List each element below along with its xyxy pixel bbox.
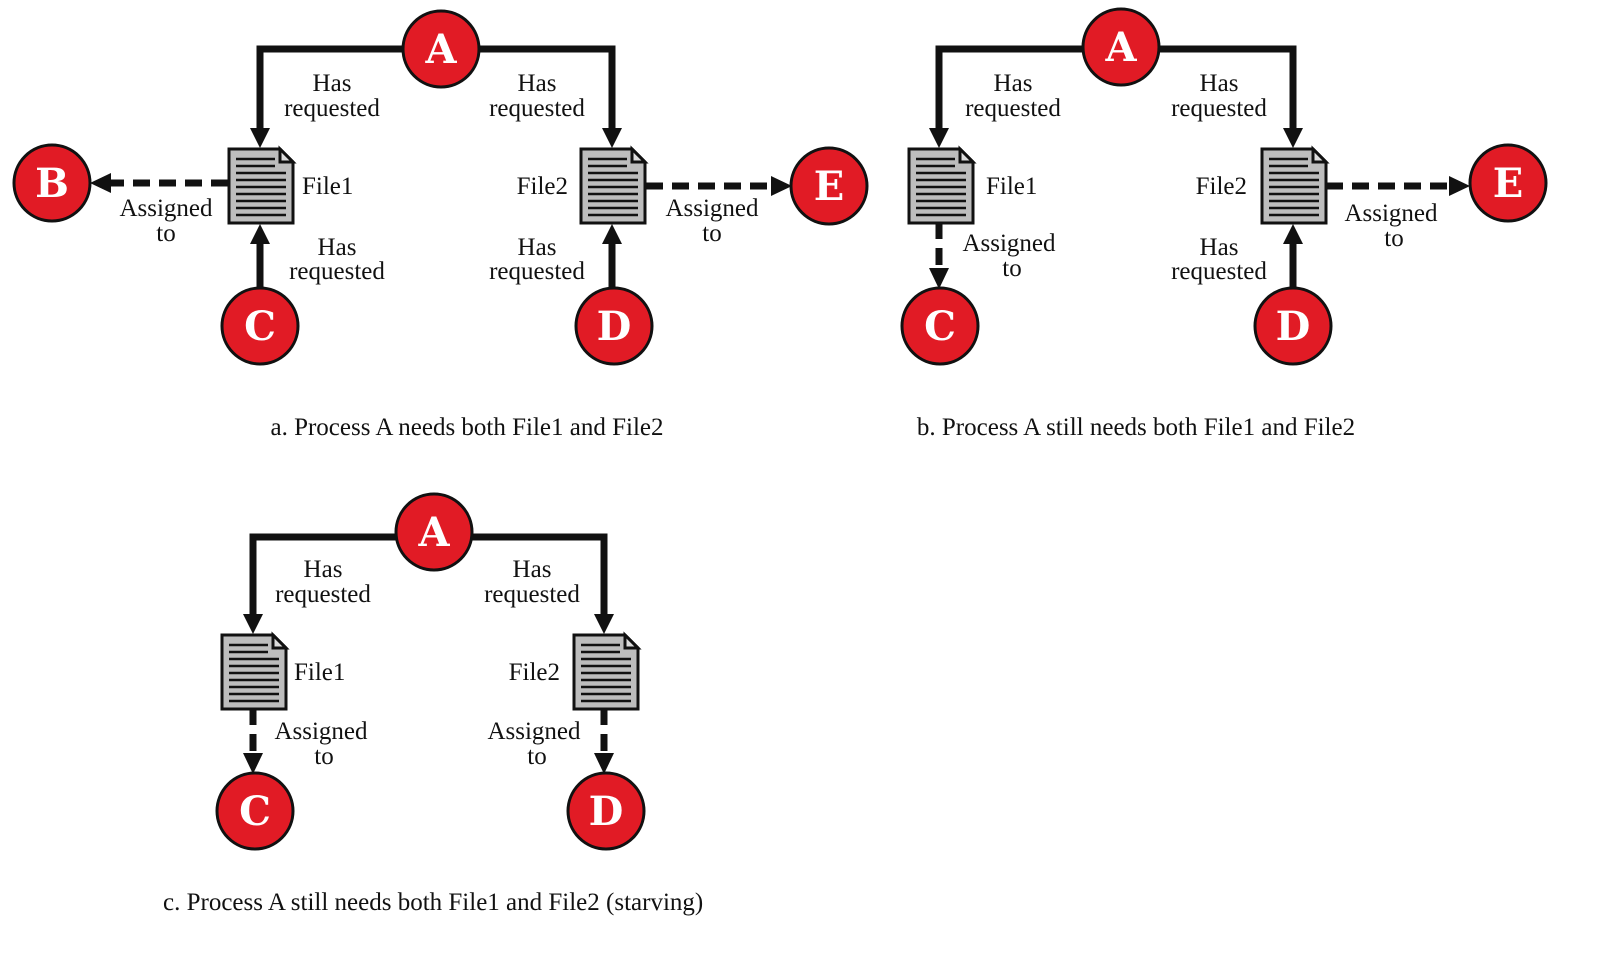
- edge-label: requested: [489, 95, 585, 122]
- edge-label: requested: [489, 258, 585, 285]
- arrowhead: [602, 224, 622, 244]
- document-icon: [220, 633, 288, 711]
- edge-label: Assigned: [274, 718, 368, 745]
- edge-label: Assigned: [119, 195, 213, 222]
- process-node-a: A: [394, 492, 474, 572]
- svg-text:A: A: [417, 509, 450, 556]
- file-label: File2: [517, 173, 568, 200]
- edge-label: Assigned: [1344, 200, 1438, 227]
- process-node-c: C: [220, 286, 300, 366]
- arrowhead: [1283, 128, 1303, 148]
- edge-label: requested: [965, 95, 1061, 122]
- edge-label: to: [156, 220, 175, 247]
- diagram-a: File1 File2 Has requested Has requested …: [12, 9, 869, 441]
- document-icon: [572, 633, 640, 711]
- process-node-d: D: [1253, 286, 1333, 366]
- file-label: File2: [509, 659, 560, 686]
- file-label: File2: [1196, 173, 1247, 200]
- file-label: File1: [294, 659, 345, 686]
- diagram-caption: c. Process A still needs both File1 and …: [163, 889, 703, 916]
- arrowhead: [250, 224, 270, 244]
- arrowhead: [243, 614, 263, 634]
- edge-a-to-file2: [479, 45, 616, 128]
- svg-text:D: D: [589, 788, 624, 835]
- svg-text:D: D: [1276, 303, 1311, 350]
- edge-label: requested: [275, 581, 371, 608]
- edge-label: to: [1002, 255, 1021, 282]
- edge-label: requested: [484, 581, 580, 608]
- edge-a-to-file2: [1159, 45, 1297, 128]
- edge-label: requested: [284, 95, 380, 122]
- process-node-b: B: [12, 143, 92, 223]
- svg-text:A: A: [424, 26, 457, 73]
- document-icon: [1260, 147, 1328, 225]
- edge-label: to: [1384, 225, 1403, 252]
- edge-label: to: [527, 743, 546, 770]
- arrowhead: [250, 128, 270, 148]
- document-icon: [907, 147, 975, 225]
- process-node-a: A: [401, 9, 481, 89]
- edge-label: Has: [994, 70, 1033, 97]
- edge-label: Has: [1200, 234, 1239, 261]
- process-node-c: C: [215, 771, 295, 851]
- arrowhead: [1283, 224, 1303, 244]
- edge-label: Has: [304, 556, 343, 583]
- svg-text:E: E: [1493, 160, 1524, 207]
- process-node-c: C: [900, 286, 980, 366]
- file-label: File1: [986, 173, 1037, 200]
- process-node-d: D: [566, 771, 646, 851]
- svg-text:B: B: [35, 160, 69, 207]
- file-label: File1: [302, 173, 353, 200]
- process-node-e: E: [789, 146, 869, 226]
- edge-label: Has: [513, 556, 552, 583]
- edge-label: Assigned: [962, 230, 1056, 257]
- edge-a-to-file1: [249, 533, 396, 614]
- edge-label: Has: [518, 234, 557, 261]
- edge-label: Has: [318, 234, 357, 261]
- svg-text:C: C: [924, 303, 956, 350]
- diagram-b: File1 File2 Has requested Has requested …: [900, 7, 1548, 441]
- arrowhead: [594, 614, 614, 634]
- arrowhead: [90, 173, 111, 193]
- document-icon: [579, 147, 647, 225]
- diagram-c: File1 File2 Has requested Has requested …: [163, 492, 703, 916]
- diagram-caption: a. Process A needs both File1 and File2: [270, 414, 663, 441]
- edge-a-to-file1: [256, 45, 403, 128]
- svg-text:C: C: [244, 303, 276, 350]
- edge-label: to: [314, 743, 333, 770]
- diagram-caption: b. Process A still needs both File1 and …: [917, 414, 1355, 441]
- edge-label: Assigned: [665, 195, 759, 222]
- edge-label: Has: [1200, 70, 1239, 97]
- document-icon: [227, 147, 295, 225]
- arrowhead: [771, 176, 792, 196]
- svg-text:D: D: [597, 303, 632, 350]
- arrowhead: [243, 753, 263, 774]
- svg-text:A: A: [1104, 24, 1137, 71]
- edge-label: Has: [313, 70, 352, 97]
- svg-text:C: C: [239, 788, 271, 835]
- edge-label: to: [702, 220, 721, 247]
- edge-label: Has: [518, 70, 557, 97]
- edge-label: requested: [1171, 258, 1267, 285]
- edge-a-to-file2: [472, 533, 608, 614]
- edge-label: requested: [289, 258, 385, 285]
- arrowhead: [929, 128, 949, 148]
- edge-label: Assigned: [487, 718, 581, 745]
- svg-text:E: E: [814, 163, 845, 210]
- arrowhead: [929, 268, 949, 289]
- process-node-a: A: [1081, 7, 1161, 87]
- arrowhead: [1449, 176, 1470, 196]
- edge-label: requested: [1171, 95, 1267, 122]
- process-node-e: E: [1468, 143, 1548, 223]
- arrowhead: [594, 753, 614, 774]
- arrowhead: [602, 128, 622, 148]
- process-node-d: D: [574, 286, 654, 366]
- edge-a-to-file1: [935, 45, 1083, 128]
